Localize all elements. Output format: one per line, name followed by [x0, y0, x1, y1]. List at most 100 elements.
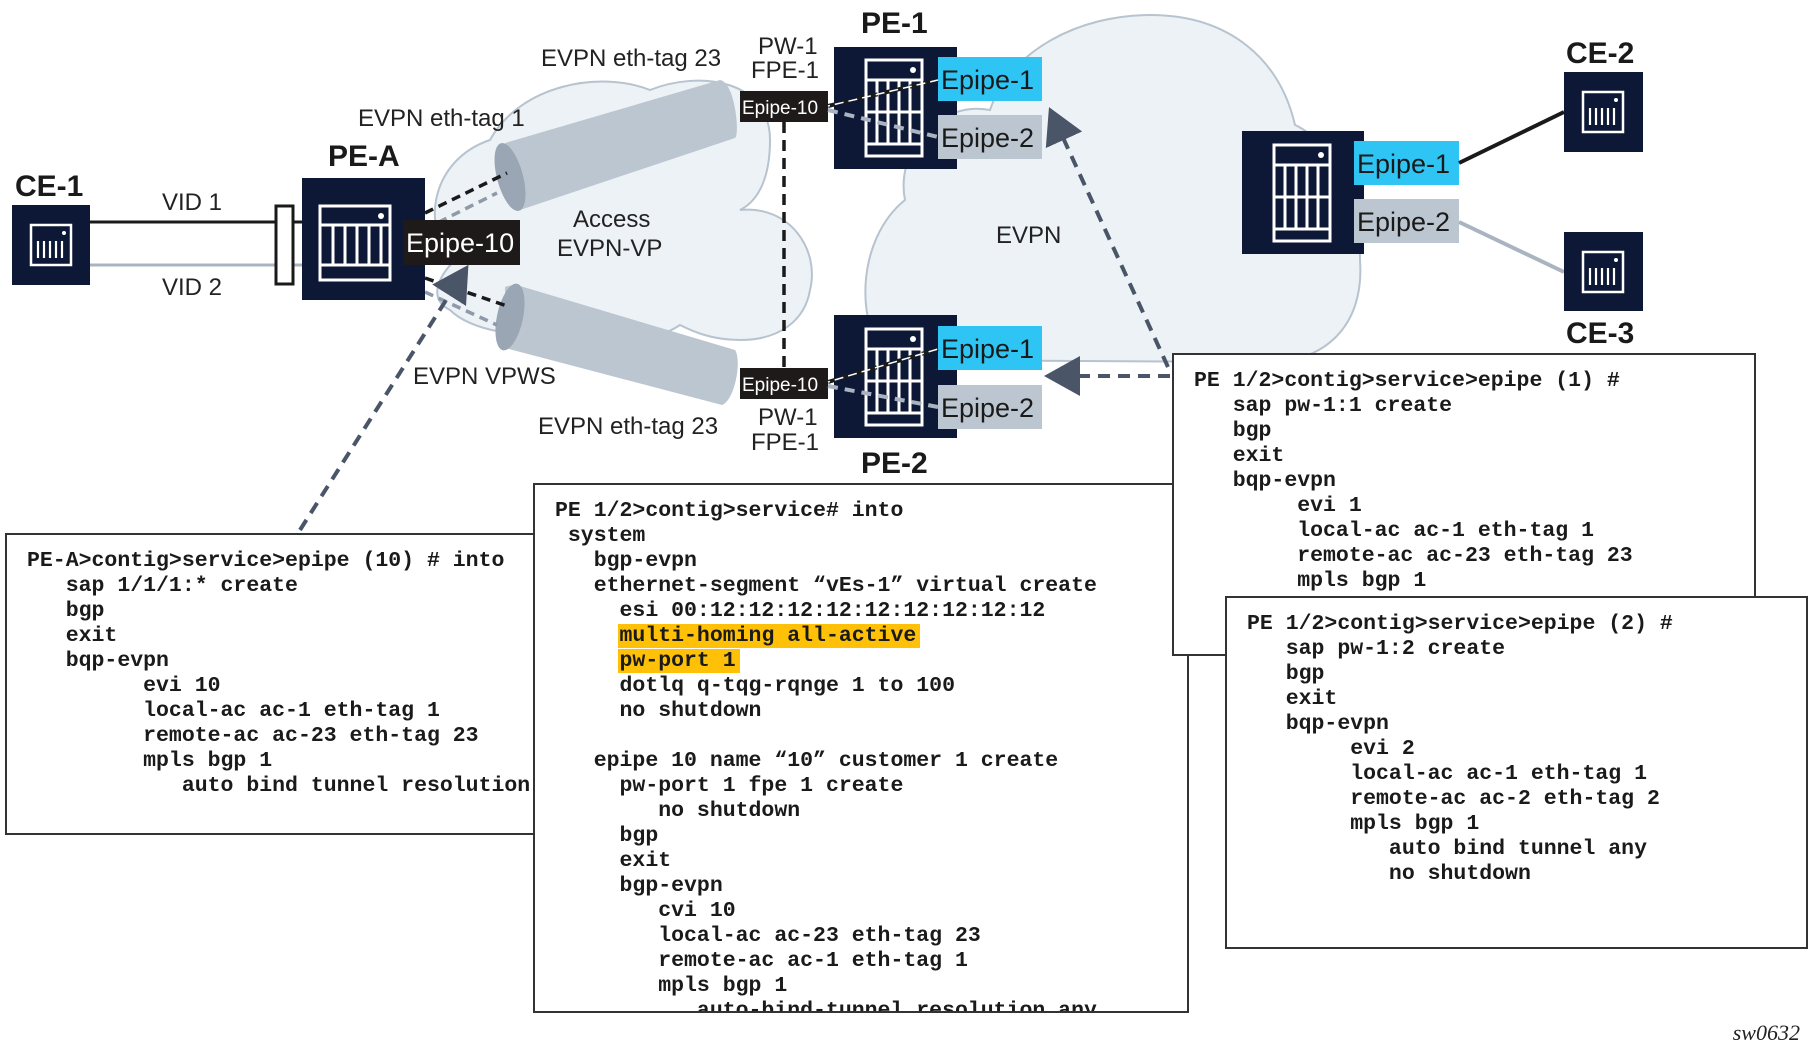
ce3-node[interactable]	[1564, 232, 1643, 311]
code-line: local-ac ac-1 eth-tag 1	[1247, 762, 1647, 786]
pe1-config-arrow	[1045, 107, 1170, 368]
code-line: remote-ac ac-1 eth-tag 1	[555, 949, 968, 973]
code-line: remote-ac ac-23 eth-tag 23	[1194, 544, 1633, 568]
code-line: evi 1	[1194, 494, 1362, 518]
ce1-node[interactable]	[12, 205, 90, 285]
pe1-epipe2-link	[827, 108, 939, 139]
pe1-label: PE-1	[861, 7, 928, 40]
code-line: mpls bgp 1	[555, 974, 788, 998]
vid2-label: VID 2	[162, 274, 222, 301]
code-line: bgp-evpn	[555, 549, 697, 573]
code-line: system	[555, 524, 646, 548]
ce2-node[interactable]	[1564, 72, 1643, 152]
code-line: evi 10	[27, 674, 221, 698]
code-line: epipe 10 name “10” customer 1 create	[555, 749, 1059, 773]
remote-epipe1-label: Epipe-1	[1357, 149, 1450, 179]
code-line: bgp	[1194, 419, 1272, 443]
evpn-vpws-label: EVPN VPWS	[413, 363, 556, 390]
pe2-epipe10-tag	[740, 368, 828, 399]
pe1-epipe10-label: Epipe-10	[742, 98, 818, 119]
code-line: dotlq q-tqg-rqnge 1 to 100	[555, 674, 955, 698]
vid1-label: VID 1	[162, 189, 222, 216]
ce3-label: CE-3	[1566, 317, 1634, 350]
code-line: esi 00:12:12:12:12:12:12:12:12:12	[555, 599, 1046, 623]
code-line: mpls bgp 1	[27, 749, 273, 773]
code-line: bgp	[27, 599, 105, 623]
code-line: PE-A>contig>service>epipe (10) # into	[27, 549, 505, 573]
ce2-label: CE-2	[1566, 37, 1634, 70]
pe2-epipe1-link-overlay	[827, 348, 939, 383]
code-line: no shutdown	[555, 799, 801, 823]
code-line	[555, 724, 1187, 749]
remote-epipe2-tag	[1354, 199, 1459, 243]
code-line: bqp-evpn	[1247, 712, 1389, 736]
code-line: no shutdown	[1247, 862, 1531, 886]
code-line: local-ac ac-23 eth-tag 23	[555, 924, 981, 948]
pe1-epipe2-tag	[938, 115, 1042, 159]
code-line: PE 1/2>contig>service# into	[555, 499, 904, 523]
eth-tag-23-top-label: EVPN eth-tag 23	[541, 45, 721, 72]
eth-tag-1-label: EVPN eth-tag 1	[358, 105, 525, 132]
code-line: bgp	[555, 824, 659, 848]
code-line: bqp-evpn	[27, 649, 169, 673]
pe2-pw-label-1: PW-1	[758, 404, 818, 431]
remote-pe-node[interactable]	[1242, 131, 1364, 254]
code-line: bqp-evpn	[1194, 469, 1336, 493]
code-line: exit	[27, 624, 118, 648]
access-cloud-label-1: Access	[573, 206, 650, 233]
pe2-epipe10-label: Epipe-10	[742, 375, 818, 396]
pe1-pw-label-2: FPE-1	[751, 57, 819, 84]
pe2-pw-label-2: FPE-1	[751, 429, 819, 456]
code-line: local-ac ac-1 eth-tag 1	[27, 699, 440, 723]
code-line: sap 1/1/1:* create	[27, 574, 298, 598]
epipe2-config-block: PE 1/2>contig>service>epipe (2) # sap pw…	[1225, 596, 1808, 949]
pe1-epipe1-label: Epipe-1	[941, 65, 1034, 95]
code-line: mpls bgp 1	[1194, 569, 1427, 593]
code-line: no shutdown	[555, 699, 762, 723]
pea-label: PE-A	[328, 140, 400, 173]
pe2-node[interactable]	[834, 315, 957, 438]
pe1-node[interactable]	[834, 47, 957, 169]
code-line: auto bind tunnel any	[1247, 837, 1647, 861]
code-line: exit	[1194, 444, 1285, 468]
code-line: sap pw-1:2 create	[1247, 637, 1506, 661]
code-line: sap pw-1:1 create	[1194, 394, 1453, 418]
highlighted-config: pw-port 1	[617, 649, 740, 673]
pe2-epipe2-link	[827, 384, 939, 409]
pe2-epipe2-label: Epipe-2	[941, 393, 1034, 423]
code-line: pw-port 1 fpe 1 create	[555, 774, 904, 798]
pea-epipe10-tag	[403, 220, 520, 265]
pe1-epipe10-tag	[740, 91, 828, 122]
code-line: auto-bind-tunnel resolution any	[555, 999, 1097, 1013]
evpn-cloud-label: EVPN	[996, 222, 1061, 249]
code-line: exit	[1247, 687, 1338, 711]
code-line: local-ac ac-1 eth-tag 1	[1194, 519, 1594, 543]
highlighted-config: multi-homing all-active	[617, 624, 921, 648]
figure-id: sw0632	[1732, 1020, 1800, 1045]
pe1-epipe1-link-overlay	[827, 79, 939, 107]
pe-system-config-block: PE 1/2>contig>service# into system bgp-e…	[533, 483, 1189, 1013]
eth-tag-23-bottom-label: EVPN eth-tag 23	[538, 413, 718, 440]
code-line: multi-homing all-active	[555, 624, 1187, 649]
pe2-epipe2-tag	[938, 385, 1042, 429]
pea-tunnel-links	[424, 171, 508, 327]
remote-epipe1-tag	[1354, 141, 1459, 185]
evpn-core-cloud	[864, 13, 1362, 364]
code-line: auto bind tunnel resolution any	[27, 774, 545, 798]
pea-config-block: PE-A>contig>service>epipe (10) # into sa…	[5, 533, 545, 835]
pe1-pw-label-1: PW-1	[758, 33, 818, 60]
pe2-epipe1-tag	[938, 326, 1042, 370]
ce1-label: CE-1	[15, 170, 83, 203]
ce3-link	[1458, 220, 1565, 274]
pea-config-arrow	[298, 264, 469, 532]
pea-epipe10-label: Epipe-10	[406, 228, 514, 258]
code-line: PE 1/2>contig>service>epipe (2) #	[1247, 612, 1673, 636]
code-line: bgp-evpn	[555, 874, 723, 898]
code-line: ethernet-segment “vEs-1” virtual create	[555, 574, 1097, 598]
lag-bracket	[274, 204, 295, 286]
code-line: exit	[555, 849, 672, 873]
code-line: bgp	[1247, 662, 1325, 686]
code-line: remote-ac ac-23 eth-tag 23	[27, 724, 479, 748]
access-cloud-label-2: EVPN-VP	[557, 235, 662, 262]
pe1-epipe2-label: Epipe-2	[941, 123, 1034, 153]
